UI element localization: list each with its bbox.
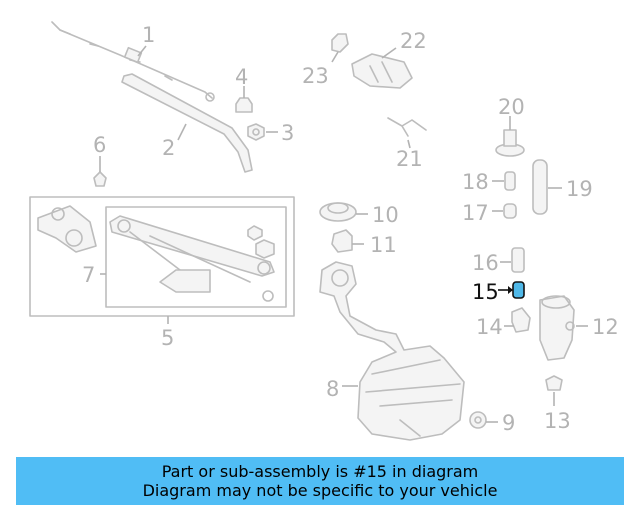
label-20: 20 — [498, 95, 525, 119]
label-15: 15 — [472, 280, 499, 304]
part-17-fitting — [492, 203, 517, 219]
label-19: 19 — [566, 177, 593, 201]
label-22: 22 — [400, 29, 427, 53]
part-15-highlighted — [498, 281, 525, 299]
label-9: 9 — [502, 411, 515, 435]
part-13-grommet — [545, 375, 563, 406]
label-13: 13 — [544, 409, 571, 433]
part-8-washer-reservoir — [319, 261, 465, 441]
banner-line-1: Part or sub-assembly is #15 in diagram — [161, 462, 479, 481]
label-2: 2 — [162, 136, 175, 160]
part-14-elbow — [504, 307, 531, 333]
parts-diagram: 1 2 3 4 6 — [29, 21, 619, 441]
part-12-washer-pump — [539, 295, 588, 361]
label-16: 16 — [472, 251, 499, 275]
part-6-clip — [93, 156, 107, 187]
label-23: 23 — [302, 64, 329, 88]
label-8: 8 — [326, 377, 339, 401]
part-1-wiper-blade — [51, 21, 215, 102]
part-3-nut — [247, 123, 278, 141]
part-2-wiper-arm — [121, 73, 253, 173]
label-4: 4 — [235, 65, 248, 89]
label-12: 12 — [592, 315, 619, 339]
part-9-grommet — [469, 411, 498, 429]
label-7: 7 — [82, 263, 95, 287]
part-18-fitting — [492, 171, 516, 191]
label-17: 17 — [462, 201, 489, 225]
label-18: 18 — [462, 170, 489, 194]
part-4-cap — [235, 86, 253, 113]
label-3: 3 — [281, 121, 294, 145]
part-22-nozzle-cover — [351, 47, 413, 89]
label-1: 1 — [142, 23, 155, 47]
part-10-filler-cap — [319, 202, 368, 222]
part-19-hose — [532, 159, 562, 215]
label-10: 10 — [372, 203, 399, 227]
part-20-cap — [495, 116, 525, 157]
label-5: 5 — [161, 326, 174, 350]
part-23-grommet — [331, 33, 349, 63]
label-11: 11 — [370, 233, 397, 257]
label-6: 6 — [93, 133, 106, 157]
label-21: 21 — [396, 147, 423, 171]
part-5-wiper-linkage-assembly — [29, 196, 295, 324]
part-21-connector — [387, 117, 427, 149]
banner-line-2: Diagram may not be specific to your vehi… — [142, 481, 498, 500]
info-banner: Part or sub-assembly is #15 in diagram D… — [16, 457, 624, 505]
part-16-grommet — [500, 247, 525, 273]
part-11-strainer — [331, 229, 364, 253]
label-14: 14 — [476, 315, 503, 339]
